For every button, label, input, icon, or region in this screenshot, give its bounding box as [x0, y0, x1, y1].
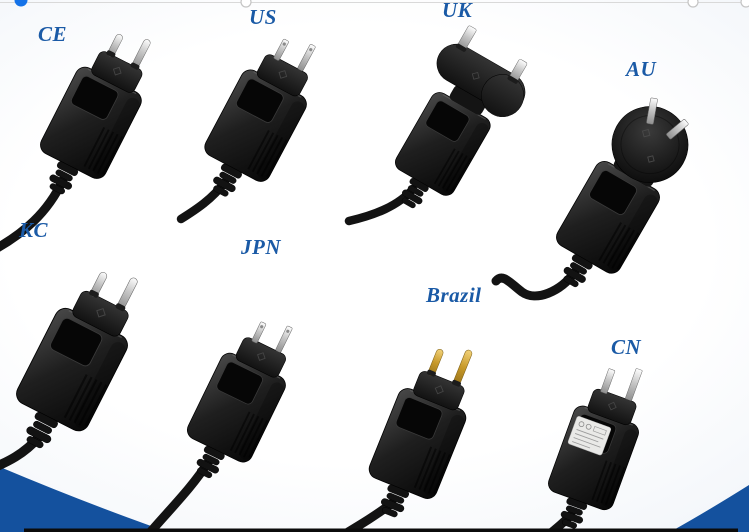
- selection-handle[interactable]: [687, 0, 699, 8]
- bottom-left-wedge: [0, 467, 168, 532]
- selection-handle[interactable]: [740, 0, 749, 8]
- plug-label-au: AU: [626, 57, 657, 81]
- adapter-us: [186, 31, 317, 212]
- adapter-uk: [377, 19, 544, 223]
- plug-label-kc: KC: [19, 218, 49, 242]
- cable-au: [491, 267, 580, 301]
- adapter-cn: [535, 359, 643, 532]
- selection-handle[interactable]: [240, 0, 252, 8]
- adapter-au: [537, 87, 706, 304]
- selection-handle-blue[interactable]: [14, 0, 28, 7]
- plug-label-jpn: JPN: [241, 235, 281, 259]
- adapter-kc: [0, 262, 141, 465]
- plug-label-uk: UK: [442, 0, 473, 22]
- plug-label-cn: CN: [611, 335, 642, 359]
- plug-label-ce: CE: [38, 22, 68, 46]
- plug-label-us: US: [249, 5, 277, 29]
- adapter-jpn: [170, 313, 294, 492]
- bottom-right-wedge: [670, 485, 749, 532]
- bottom-edge-bar: [24, 528, 738, 532]
- plug-label-brazil: Brazil: [426, 283, 482, 307]
- adapter-brazil: [354, 338, 475, 530]
- cable-brazil: [339, 498, 397, 532]
